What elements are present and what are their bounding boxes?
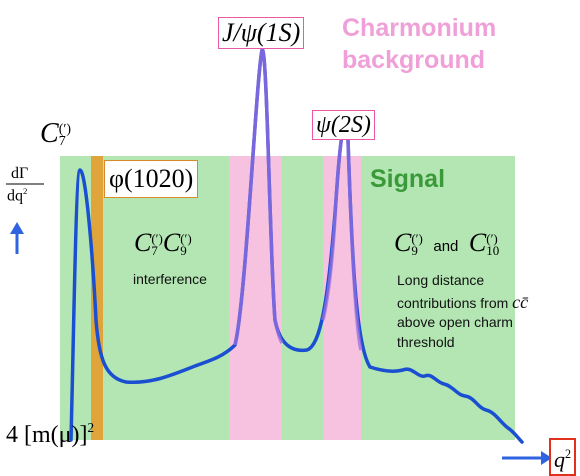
c9-prime: (′) [411,231,423,247]
ccbar-symbol: cc̄ [512,292,529,312]
rate-arrowhead-icon [10,222,24,234]
interference-c7-index: 7 [151,243,158,259]
q2-sup: 2 [565,447,572,461]
rate-denominator: dq2 [7,186,27,206]
interference-c7: C [134,228,152,257]
charmonium-subtitle: background [342,46,486,74]
interference-c9-index: 9 [180,243,187,259]
c10-index: 10 [486,243,500,259]
threshold-text: 4 [m(μ)] [6,421,88,448]
c7-letter: C [40,118,59,149]
q2-axis-label: q2 [549,438,577,476]
rate-den-sup: 2 [23,186,28,196]
c7-label: C (′) 7 [40,118,71,150]
c7-index: 7 [58,133,66,149]
threshold-label: 4 [m(μ)]2 [6,420,94,449]
c9-letter: C [394,228,412,257]
interference-c9: C [162,228,181,257]
interference-text: interference [133,271,207,287]
long-distance-line-4: threshold [397,334,455,350]
c9-c10-label: C (′) 9 and C (′) 10 [394,228,499,258]
and-text: and [433,238,459,255]
charmonium-title: Charmonium [342,14,497,42]
long-distance-line-2: contributions from cc̄ [397,292,528,313]
signal-region [60,156,515,440]
phi-band [91,156,103,440]
long-distance-line-2-text: contributions from [397,295,509,311]
c10-letter: C [468,228,487,257]
signal-label: Signal [370,165,446,193]
long-distance-line-3: above open charm [397,314,513,330]
c9-index: 9 [411,243,418,259]
c10-prime: (′) [486,231,498,247]
long-distance-line-1: Long distance [397,272,485,288]
threshold-sup: 2 [87,420,95,435]
interference-c7-prime: (′) [151,231,163,247]
rate-numerator: dΓ [11,165,29,182]
phi-label: φ(1020) [104,160,199,198]
jpsi-label: J/ψ(1S) [218,17,305,49]
psi2s-label: ψ(2S) [312,110,375,140]
rate-den-base: dq [7,187,23,205]
interference-c9-prime: (′) [180,231,192,247]
q2-letter: q [554,447,565,473]
c7-prime: (′) [58,121,72,137]
q2-arrowhead-icon [541,451,552,465]
jpsi-peak-highlight [233,48,284,346]
interference-coefficients: C (′) 7 C (′) 9 [134,228,192,258]
decay-rate-curve [69,48,524,444]
